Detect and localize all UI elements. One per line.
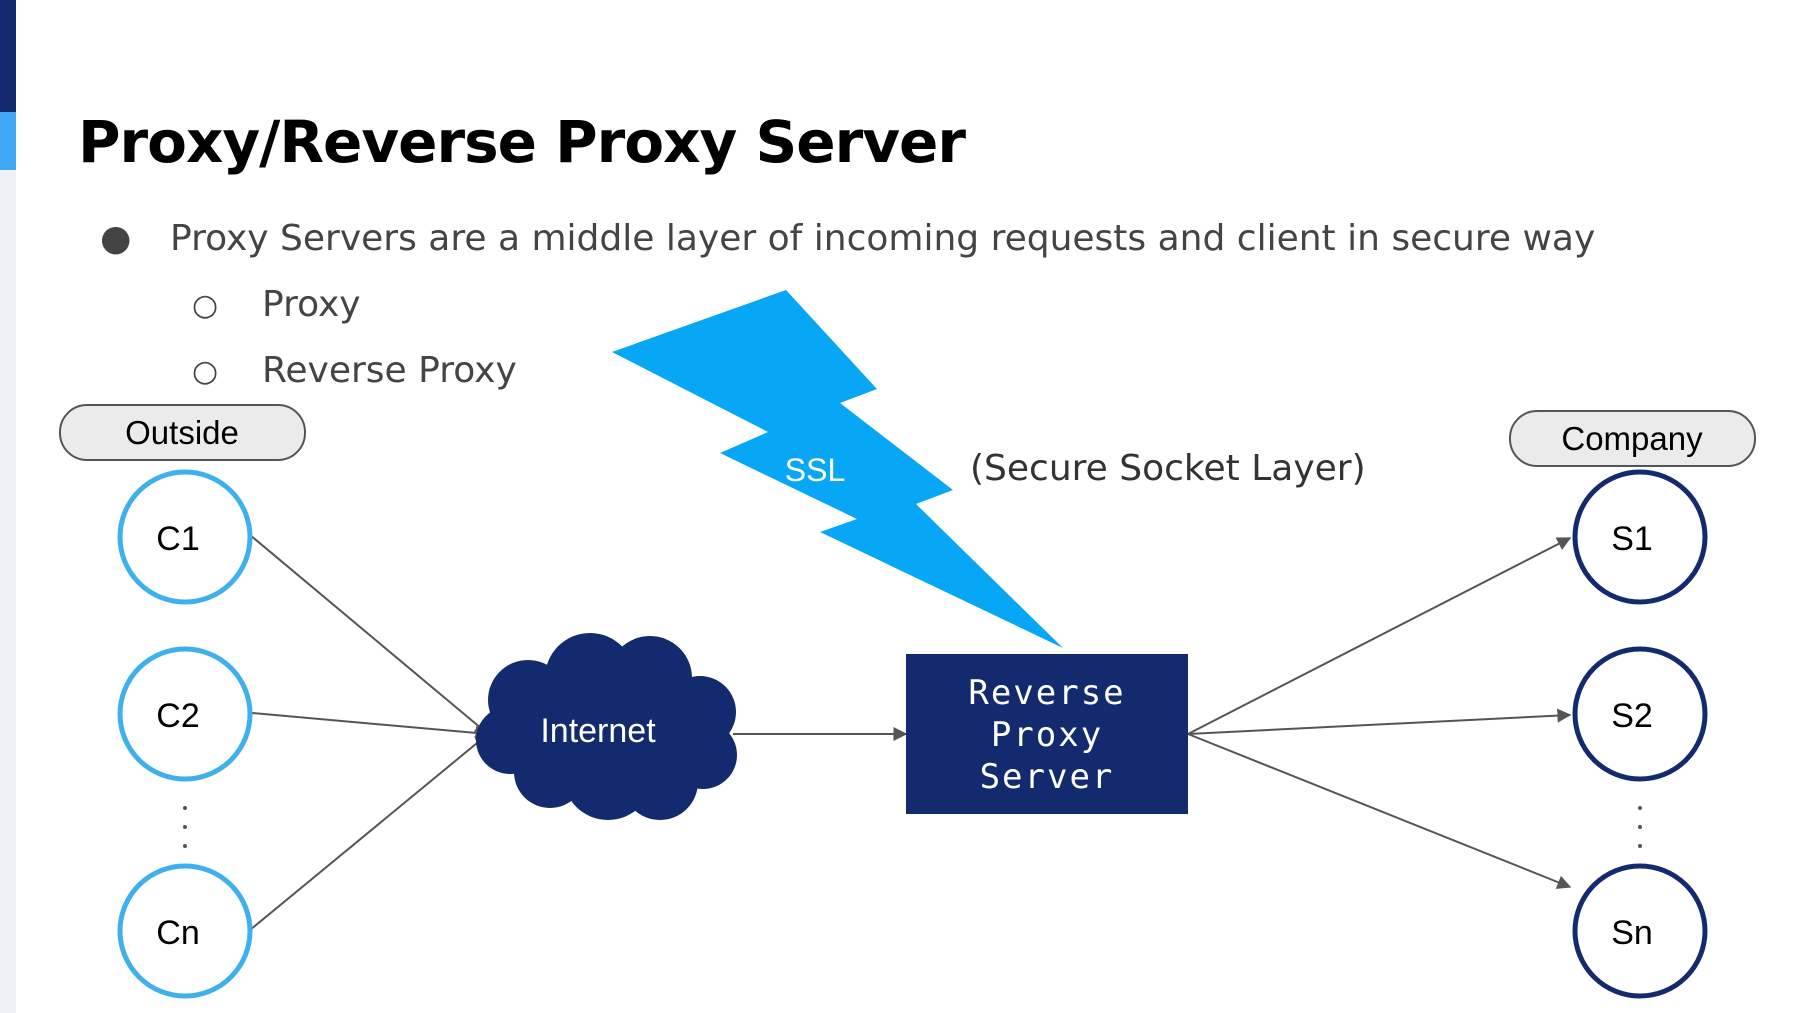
client-label: Cn <box>156 914 199 952</box>
arrow-c2-internet <box>251 712 490 740</box>
bullet-main-text: Proxy Servers are a middle layer of inco… <box>170 218 1596 259</box>
bullet-circle: ○ <box>192 354 219 389</box>
proxy-box-line-3: Server <box>980 757 1115 797</box>
server-node-sn: Sn <box>1572 863 1708 999</box>
ssl-label: SSL <box>785 452 845 488</box>
server-label: Sn <box>1611 914 1653 952</box>
client-label: C1 <box>156 520 199 558</box>
client-ellipsis <box>183 806 187 848</box>
accent-bar-pale <box>0 170 16 1013</box>
proxy-box-line-1: Reverse <box>968 673 1125 713</box>
arrow-proxy-sn <box>1187 733 1572 889</box>
reverse-proxy-server-box <box>906 654 1188 814</box>
internet-cloud-icon <box>476 633 737 820</box>
arrow-proxy-s2 <box>1187 708 1572 735</box>
server-node-s2: S2 <box>1572 646 1708 782</box>
client-node-cn: Cn <box>117 863 253 999</box>
proxy-box-line-2: Proxy <box>991 715 1103 755</box>
slide-title: Proxy/Reverse Proxy Server <box>78 108 966 176</box>
ssl-note: (Secure Socket Layer) <box>970 448 1366 489</box>
company-label: Company <box>1561 420 1703 457</box>
bullet-sub-proxy-text: Proxy <box>262 284 361 325</box>
accent-bar-light <box>0 112 16 170</box>
server-ellipsis <box>1638 806 1642 848</box>
server-label: S2 <box>1611 697 1653 735</box>
bullet-circle: ○ <box>192 288 219 323</box>
client-node-c1: C1 <box>117 469 253 605</box>
lightning-bolt-icon <box>612 290 1063 648</box>
internet-label: Internet <box>540 712 656 750</box>
outside-label: Outside <box>125 414 239 451</box>
server-label: S1 <box>1611 520 1653 558</box>
bullet-dot: ● <box>100 218 132 259</box>
client-label: C2 <box>156 697 199 735</box>
arrow-c1-internet <box>249 534 490 735</box>
arrow-proxy-s1 <box>1187 537 1572 735</box>
accent-bar-dark <box>0 0 16 112</box>
client-node-c2: C2 <box>117 646 253 782</box>
arrow-cn-internet <box>249 733 490 931</box>
company-pill <box>1509 410 1756 467</box>
bullet-sub-reverse-proxy-text: Reverse Proxy <box>262 350 517 391</box>
outside-pill <box>59 404 306 461</box>
server-node-s1: S1 <box>1572 469 1708 605</box>
